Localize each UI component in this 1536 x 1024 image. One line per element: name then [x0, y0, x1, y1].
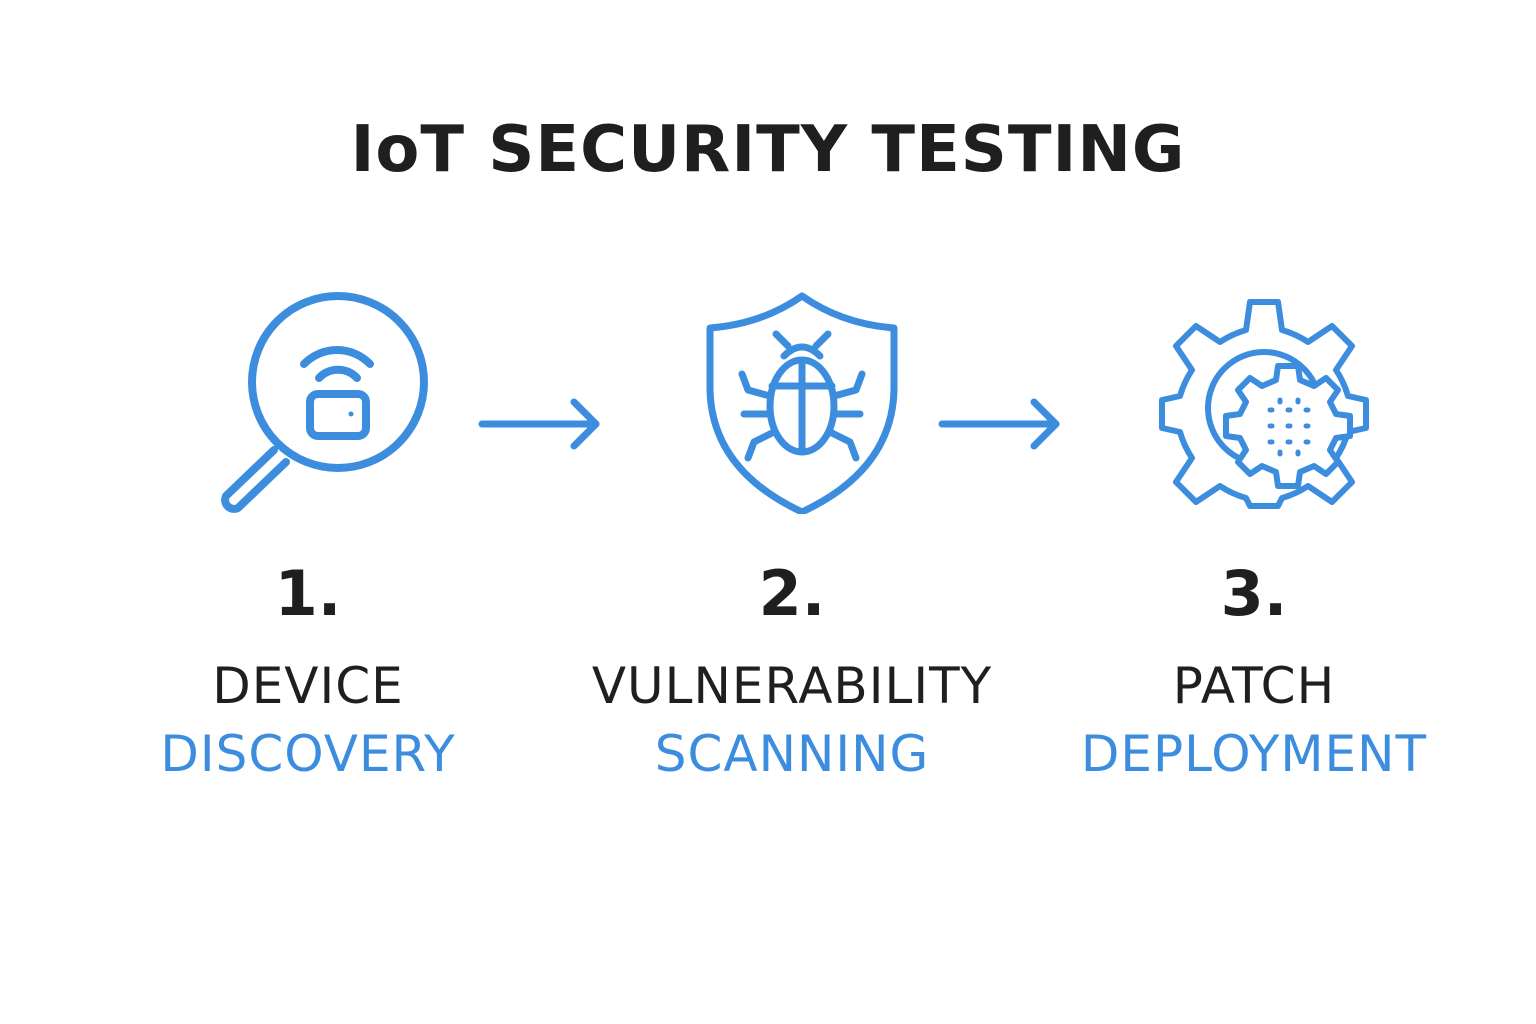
step-patch-deployment: 3. PATCH DEPLOYMENT — [1034, 290, 1474, 810]
step-vulnerability-scanning: 2. VULNERABILITY SCANNING — [572, 290, 1012, 810]
step-subtitle: DEPLOYMENT — [1080, 725, 1428, 783]
step-number: 2. — [758, 557, 826, 630]
step-device-discovery: 1. DEVICE DISCOVERY — [88, 290, 528, 810]
magnifier-device-icon — [208, 290, 428, 514]
step-title: PATCH — [1172, 657, 1336, 715]
step-subtitle: DISCOVERY — [160, 725, 456, 783]
step-subtitle: SCANNING — [654, 725, 930, 783]
gear-chip-icon — [1154, 290, 1374, 514]
step-title: VULNERABILITY — [591, 657, 993, 715]
step-number: 1. — [274, 557, 342, 630]
shield-bug-icon — [692, 290, 912, 514]
arrow-right-icon — [936, 392, 1064, 456]
step-number: 3. — [1220, 557, 1288, 630]
step-title: DEVICE — [212, 657, 404, 715]
arrow-right-icon — [476, 392, 604, 456]
diagram-title: IoT SECURITY TESTING — [350, 113, 1186, 187]
